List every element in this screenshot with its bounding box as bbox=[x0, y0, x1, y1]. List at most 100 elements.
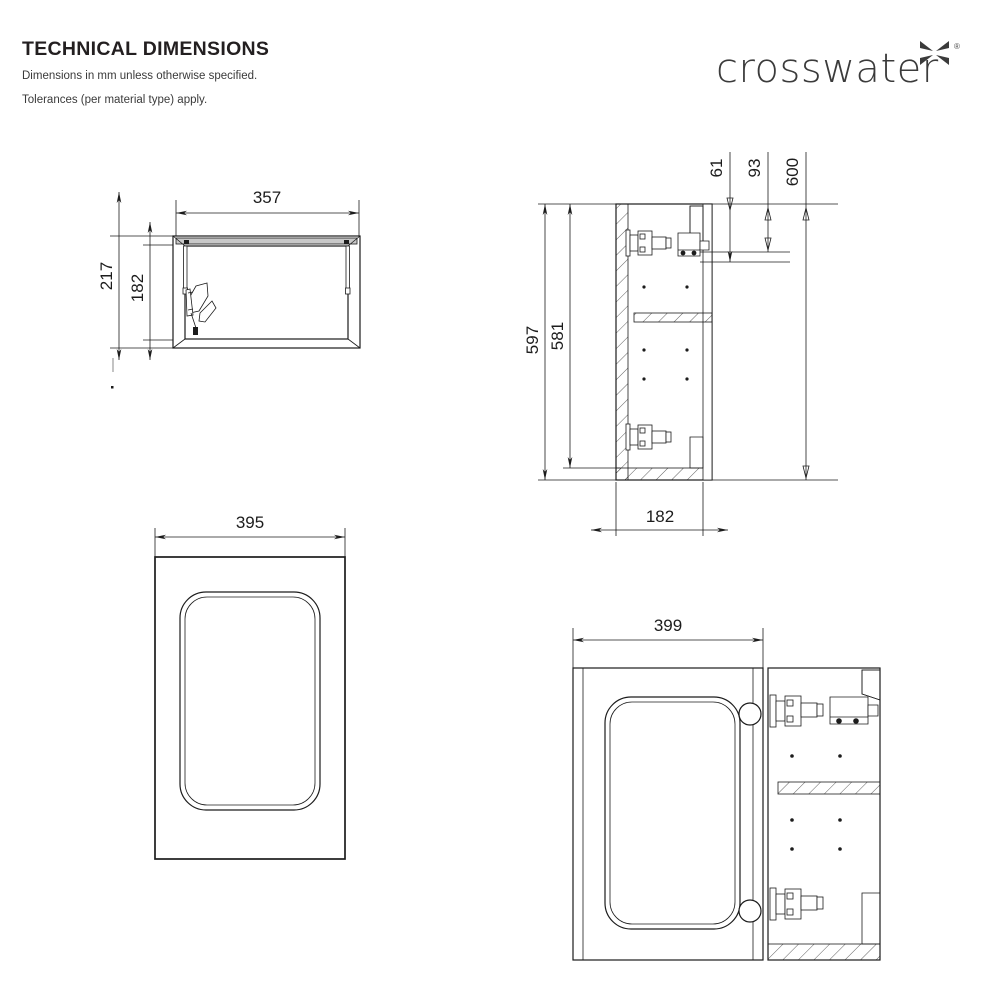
plan-right-panel-joint bbox=[345, 287, 351, 295]
hinge-arm-lower bbox=[198, 300, 217, 323]
plan-right-panel bbox=[345, 245, 350, 291]
side-shelf-outline bbox=[633, 312, 713, 323]
arrowhead-61 bbox=[726, 197, 734, 211]
hinge-arm bbox=[637, 424, 653, 450]
plan-outer-body bbox=[172, 235, 361, 349]
plan-left-panel-joint bbox=[182, 287, 188, 295]
bracket-body bbox=[829, 696, 869, 725]
hinge-arm bbox=[784, 695, 802, 727]
carcass-bottom-panel bbox=[768, 944, 880, 960]
hinge-cup-end bbox=[665, 431, 672, 443]
arrowhead-600-top bbox=[802, 207, 810, 221]
hinge-screw-bottom bbox=[786, 908, 794, 916]
side-top-front-block bbox=[689, 205, 704, 252]
view-centre-dot bbox=[111, 386, 114, 389]
shelf-pin-hole bbox=[642, 377, 646, 381]
shelf-pin-hole bbox=[642, 285, 646, 289]
plan-door-panel bbox=[176, 238, 357, 244]
carcass-top-right-block bbox=[861, 669, 881, 701]
hinge-detail-line bbox=[187, 291, 194, 294]
dimension-label-61: 61 bbox=[707, 159, 726, 178]
hinge-screw-top bbox=[639, 233, 646, 240]
side-top-front-block-outline bbox=[689, 205, 704, 252]
hinge-detail-line bbox=[187, 308, 194, 311]
bracket-foot bbox=[836, 718, 842, 724]
hinge-mount-plate bbox=[625, 423, 631, 451]
plan-hinge-assembly bbox=[185, 282, 217, 335]
units-note: Dimensions in mm unless otherwise specif… bbox=[22, 70, 258, 82]
plan-left-panel bbox=[183, 245, 188, 291]
hinge-mount-plate bbox=[769, 694, 777, 728]
shelf-pin-hole bbox=[790, 818, 794, 822]
carcass-top-right-block-outline bbox=[861, 669, 881, 701]
dimension-label-581: 581 bbox=[548, 322, 567, 350]
hinge-body bbox=[775, 893, 786, 915]
plan-door-end-block bbox=[344, 240, 349, 244]
side-carcass-outline bbox=[615, 203, 713, 481]
x-cross-icon bbox=[920, 41, 949, 65]
hinge-cup bbox=[185, 288, 194, 317]
hinge-base-plate bbox=[193, 327, 198, 335]
plan-inner-cavity bbox=[184, 245, 349, 340]
shelf-pin-hole bbox=[685, 377, 689, 381]
plan-corner-chamfer bbox=[347, 235, 361, 247]
side-shelf bbox=[634, 313, 712, 322]
shelf-pin-hole bbox=[790, 847, 794, 851]
open-door-mirror-outer bbox=[604, 696, 741, 930]
door-hinge-knuckle-top bbox=[738, 702, 762, 726]
hinge-screw-top bbox=[786, 699, 794, 707]
front-mirror-outer bbox=[179, 591, 321, 811]
dimension-label-217: 217 bbox=[97, 262, 116, 290]
carcass-bottom-right-block bbox=[861, 892, 881, 945]
side-bracket-block bbox=[677, 232, 710, 257]
dimension-label-182-side: 182 bbox=[646, 507, 674, 526]
shelf-pin-hole bbox=[685, 285, 689, 289]
brand-logo: crosswater ® bbox=[716, 38, 966, 98]
plan-corner-chamfer bbox=[172, 338, 186, 349]
bracket-foot bbox=[853, 718, 859, 724]
hinge-mount-plate bbox=[625, 229, 631, 257]
shelf-pin-hole bbox=[642, 348, 646, 352]
carcass-bottom-panel-outline bbox=[767, 943, 881, 961]
hinge-cup-end bbox=[665, 237, 672, 249]
arrowhead-600-bottom bbox=[802, 465, 810, 479]
page-title: TECHNICAL DIMENSIONS bbox=[22, 38, 270, 60]
front-elevation-view: 395 bbox=[154, 513, 346, 860]
plan-door-end-block bbox=[184, 240, 189, 244]
side-bottom-front-block bbox=[689, 436, 704, 469]
carcass-bracket-block bbox=[829, 696, 879, 725]
carcass-top-hinge-assembly bbox=[769, 694, 824, 728]
dimension-label-357: 357 bbox=[253, 188, 281, 207]
bracket-tab bbox=[867, 704, 879, 717]
arrowhead-93-bottom bbox=[764, 237, 772, 251]
door-hinge-knuckle-bottom bbox=[738, 899, 762, 923]
hinge-screw-bottom bbox=[786, 715, 794, 723]
carcass-section-outline bbox=[767, 667, 881, 961]
side-back-panel-outline bbox=[615, 203, 629, 481]
hinge-cylinder bbox=[800, 895, 818, 911]
plan-corner-chamfer bbox=[347, 338, 361, 349]
hinge-body bbox=[775, 700, 786, 722]
plan-door-panel-outline bbox=[175, 237, 358, 245]
open-door-panel bbox=[572, 667, 764, 961]
hinge-screw-top bbox=[786, 892, 794, 900]
bracket-foot bbox=[680, 250, 686, 256]
side-top-hinge-assembly bbox=[625, 229, 672, 257]
bracket-foot bbox=[691, 250, 697, 256]
hinge-arm-upper bbox=[187, 282, 209, 314]
hinge-mount-plate bbox=[769, 887, 777, 921]
brand-name: crosswater bbox=[716, 46, 939, 92]
hinge-body bbox=[629, 428, 639, 446]
registered-trademark-symbol: ® bbox=[954, 42, 960, 51]
bracket-body bbox=[677, 232, 701, 257]
dimension-label-182-plan: 182 bbox=[128, 274, 147, 302]
shelf-pin-hole bbox=[685, 348, 689, 352]
dimension-label-93: 93 bbox=[745, 159, 764, 178]
top-plan-view: 357 217 182 bbox=[97, 188, 361, 389]
dimension-label-395: 395 bbox=[236, 513, 264, 532]
side-door-panel bbox=[702, 203, 713, 481]
shelf-pin-hole bbox=[838, 818, 842, 822]
front-open-section-view: 399 bbox=[572, 616, 881, 961]
shelf-pin-hole bbox=[790, 754, 794, 758]
